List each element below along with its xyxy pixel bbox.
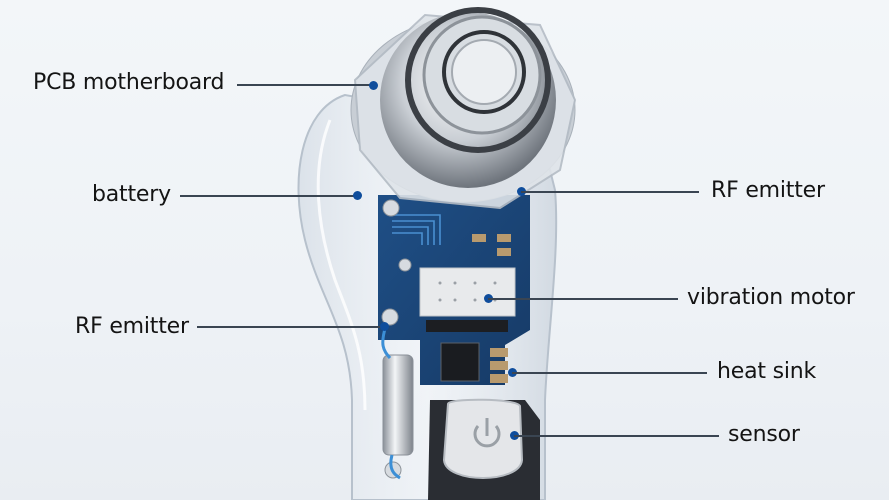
leader-line-rf-right (521, 191, 699, 193)
leader-line-heat-sink (512, 372, 707, 374)
label-heat-sink: heat sink (717, 359, 817, 384)
leader-line-pcb (237, 84, 374, 86)
label-rf-emitter-right: RF emitter (711, 178, 825, 203)
leader-line-battery (180, 195, 358, 197)
marker-dot-rf-left (379, 321, 389, 331)
label-rf-emitter-left: RF emitter (75, 314, 189, 339)
power-icon (473, 418, 501, 448)
marker-dot-pcb (368, 80, 378, 90)
label-vibration-motor: vibration motor (687, 285, 855, 310)
label-battery: battery (92, 182, 171, 207)
metal-head (350, 7, 577, 210)
leader-line-rf-left (197, 326, 383, 328)
leader-line-sensor (514, 435, 719, 437)
leader-line-vibration (488, 298, 678, 300)
label-pcb-motherboard: PCB motherboard (33, 70, 225, 95)
label-sensor: sensor (728, 422, 800, 447)
marker-dot-battery (352, 190, 362, 200)
